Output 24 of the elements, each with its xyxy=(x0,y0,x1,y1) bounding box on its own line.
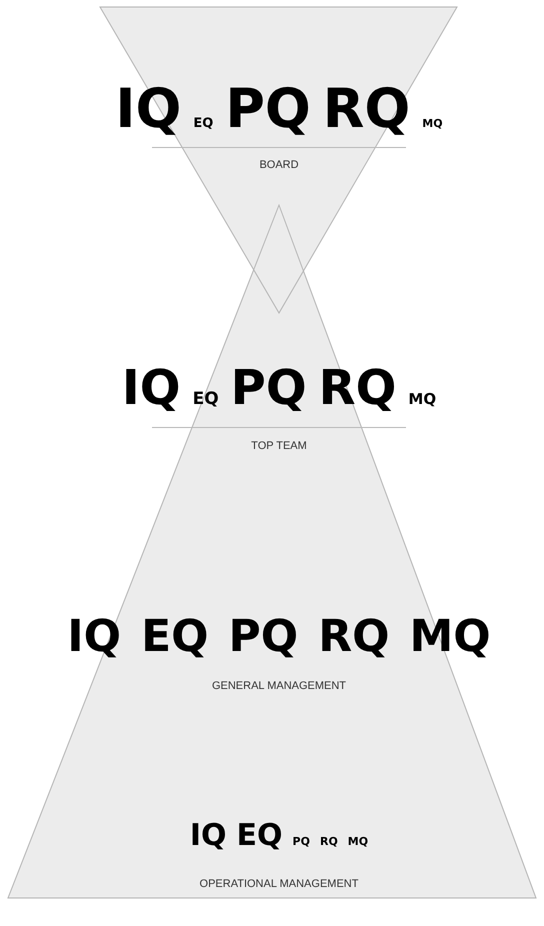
level-name: GENERAL MANAGEMENT xyxy=(210,681,348,692)
score-label: RQ xyxy=(318,364,396,412)
level-name: BOARD xyxy=(258,160,300,171)
score-label: PQ xyxy=(292,836,310,847)
score-label: IQ xyxy=(67,615,122,659)
score-label: IQ xyxy=(190,821,227,851)
score-label: EQ xyxy=(192,391,219,408)
score-label: PQ xyxy=(230,364,307,412)
score-label: PQ xyxy=(225,82,311,136)
score-label: EQ xyxy=(141,615,209,659)
score-label: IQ xyxy=(122,364,181,412)
score-label: MQ xyxy=(348,836,368,847)
score-label: IQ xyxy=(115,82,182,136)
score-label: MQ xyxy=(422,118,443,129)
score-label: MQ xyxy=(408,392,436,407)
level-name: OPERATIONAL MANAGEMENT xyxy=(198,879,360,890)
score-label: RQ xyxy=(318,615,390,659)
score-label: EQ xyxy=(236,821,283,851)
score-label: PQ xyxy=(228,615,298,659)
level-name: TOP TEAM xyxy=(250,441,308,452)
score-label: MQ xyxy=(410,615,491,659)
score-label: RQ xyxy=(322,82,410,136)
score-label: RQ xyxy=(320,836,338,847)
score-label: EQ xyxy=(193,117,214,130)
